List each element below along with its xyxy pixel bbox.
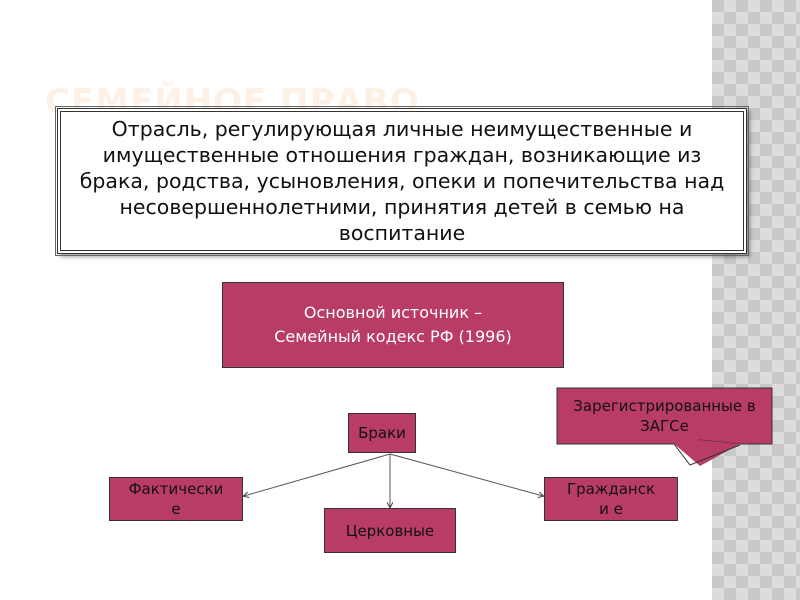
actual-marriage-box: Фактически е — [109, 477, 243, 521]
arrow-to-civil — [389, 453, 543, 496]
actual-label: Фактически е — [128, 480, 224, 518]
arrow-to-actual — [244, 453, 391, 496]
marriages-label: Браки — [358, 424, 406, 442]
civil-marriage-box: Гражданск и е — [544, 477, 678, 521]
definition-box: Отрасль, регулирующая личные неимуществе… — [55, 106, 749, 256]
callout-label: Зарегистрированные в ЗАГСе — [573, 397, 756, 435]
source-line2: Семейный кодекс РФ (1996) — [274, 327, 512, 346]
civil-label: Гражданск и е — [566, 480, 656, 518]
church-label: Церковные — [345, 521, 435, 540]
church-marriage-box: Церковные — [324, 508, 456, 553]
marriages-box: Браки — [348, 413, 416, 453]
decorative-stripe — [712, 0, 800, 600]
callout-box: Зарегистрированные в ЗАГСе — [558, 389, 771, 443]
source-line1: Основной источник – — [303, 303, 483, 322]
definition-text: Отрасль, регулирующая личные неимуществе… — [79, 117, 725, 245]
source-box: Основной источник – Семейный кодекс РФ (… — [222, 282, 564, 368]
